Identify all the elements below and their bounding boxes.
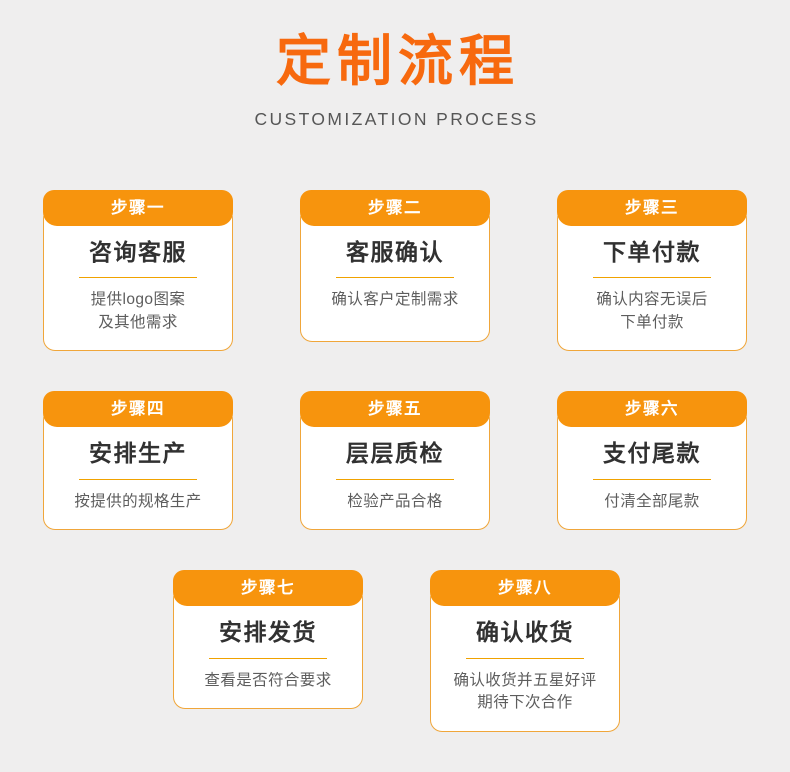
- steps-row-2: 步骤四 安排生产 按提供的规格生产 步骤五 层层质检 检验产品合格 步骤六: [0, 391, 790, 531]
- step-badge-1: 步骤一: [43, 190, 233, 226]
- step-body-3: 下单付款 确认内容无误后 下单付款: [557, 207, 747, 352]
- step-card-1[interactable]: 步骤一 咨询客服 提供logo图案 及其他需求: [43, 190, 233, 352]
- step-card-2[interactable]: 步骤二 客服确认 确认客户定制需求: [300, 190, 490, 351]
- step-body-2: 客服确认 确认客户定制需求: [300, 207, 490, 342]
- step-title-4: 安排生产: [89, 440, 187, 467]
- steps-row-3: 步骤七 安排发货 查看是否符合要求 步骤八 确认收货 确认收货并五星好评 期待下…: [0, 570, 790, 732]
- step-badge-6: 步骤六: [557, 391, 747, 428]
- step-badge-8: 步骤八: [430, 570, 620, 607]
- step-desc-6: 付清全部尾款: [604, 492, 700, 510]
- step-title-1: 咨询客服: [89, 239, 187, 265]
- step-badge-7: 步骤七: [173, 570, 363, 607]
- step-badge-5: 步骤五: [300, 391, 490, 428]
- step-body-8: 确认收货 确认收货并五星好评 期待下次合作: [430, 587, 620, 732]
- step-card-8[interactable]: 步骤八 确认收货 确认收货并五星好评 期待下次合作: [430, 570, 620, 732]
- step-badge-4: 步骤四: [43, 391, 233, 428]
- step-body-1: 咨询客服 提供logo图案 及其他需求: [43, 207, 233, 352]
- step-card-5[interactable]: 步骤五 层层质检 检验产品合格: [300, 391, 490, 531]
- steps-grid: 步骤一 咨询客服 提供logo图案 及其他需求 步骤二 客服确认 确认客户定制需…: [0, 190, 790, 772]
- page-subtitle: CUSTOMIZATION PROCESS: [254, 108, 539, 129]
- step-desc-4: 按提供的规格生产: [74, 492, 202, 510]
- step-divider-1: [79, 277, 197, 279]
- step-divider-3: [593, 277, 711, 279]
- step-desc-3: 确认内容无误后 下单付款: [596, 291, 708, 331]
- step-title-6: 支付尾款: [603, 440, 701, 467]
- step-badge-2: 步骤二: [300, 190, 490, 226]
- step-desc-5: 检验产品合格: [347, 492, 443, 510]
- step-title-8: 确认收货: [476, 619, 574, 646]
- step-desc-7: 查看是否符合要求: [204, 671, 332, 689]
- step-title-3: 下单付款: [603, 239, 701, 265]
- step-divider-4: [79, 478, 197, 480]
- step-title-5: 层层质检: [346, 440, 444, 467]
- step-desc-2: 确认客户定制需求: [331, 291, 459, 309]
- step-divider-7: [209, 657, 327, 659]
- step-desc-8: 确认收货并五星好评 期待下次合作: [453, 671, 597, 712]
- step-badge-3: 步骤三: [557, 190, 747, 226]
- step-body-7: 安排发货 查看是否符合要求: [173, 587, 363, 710]
- step-card-4[interactable]: 步骤四 安排生产 按提供的规格生产: [43, 391, 233, 531]
- page-title: 定制流程: [275, 30, 520, 92]
- step-card-3[interactable]: 步骤三 下单付款 确认内容无误后 下单付款: [557, 190, 747, 352]
- step-title-7: 安排发货: [219, 619, 317, 646]
- step-card-7[interactable]: 步骤七 安排发货 查看是否符合要求: [173, 570, 363, 731]
- steps-row-1: 步骤一 咨询客服 提供logo图案 及其他需求 步骤二 客服确认 确认客户定制需…: [0, 190, 790, 352]
- step-desc-1: 提供logo图案 及其他需求: [90, 291, 186, 331]
- step-divider-8: [466, 657, 584, 659]
- step-divider-6: [593, 478, 711, 480]
- step-divider-2: [336, 277, 454, 279]
- step-body-4: 安排生产 按提供的规格生产: [43, 408, 233, 531]
- page-header: 定制流程 CUSTOMIZATION PROCESS: [0, 0, 790, 130]
- step-title-2: 客服确认: [346, 239, 444, 265]
- step-divider-5: [336, 478, 454, 480]
- step-card-6[interactable]: 步骤六 支付尾款 付清全部尾款: [557, 391, 747, 531]
